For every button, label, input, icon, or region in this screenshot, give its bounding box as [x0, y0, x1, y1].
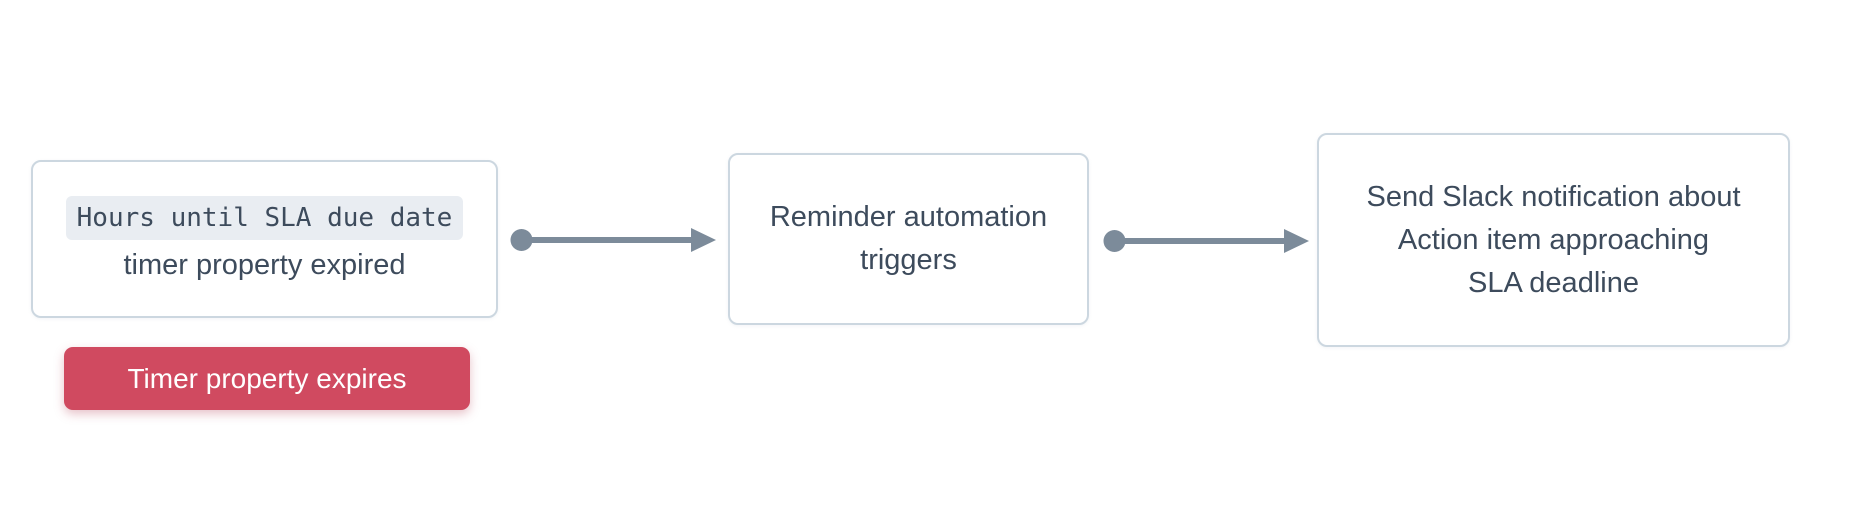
automation-node: Reminder automation triggers — [728, 153, 1089, 325]
trigger-event-badge: Timer property expires — [64, 347, 470, 410]
action-node-line-2: Action item approaching — [1397, 223, 1710, 256]
arrowhead-icon — [691, 228, 716, 252]
action-node-line-1: Send Slack notification about — [1366, 180, 1741, 213]
automation-node-line-2: triggers — [860, 244, 957, 276]
trigger-condition-node: Hours until SLA due date timer property … — [31, 160, 498, 318]
arrowhead-icon — [1284, 229, 1309, 253]
connector-arrow-2 — [1103, 229, 1309, 253]
connector-arrow-1 — [510, 228, 716, 252]
timer-property-code-chip: Hours until SLA due date — [65, 196, 464, 240]
automation-node-line-1: Reminder automation — [769, 201, 1048, 233]
action-node-line-3: SLA deadline — [1468, 266, 1639, 299]
trigger-condition-label: timer property expired — [123, 249, 406, 281]
action-node: Send Slack notification about Action ite… — [1317, 133, 1790, 347]
